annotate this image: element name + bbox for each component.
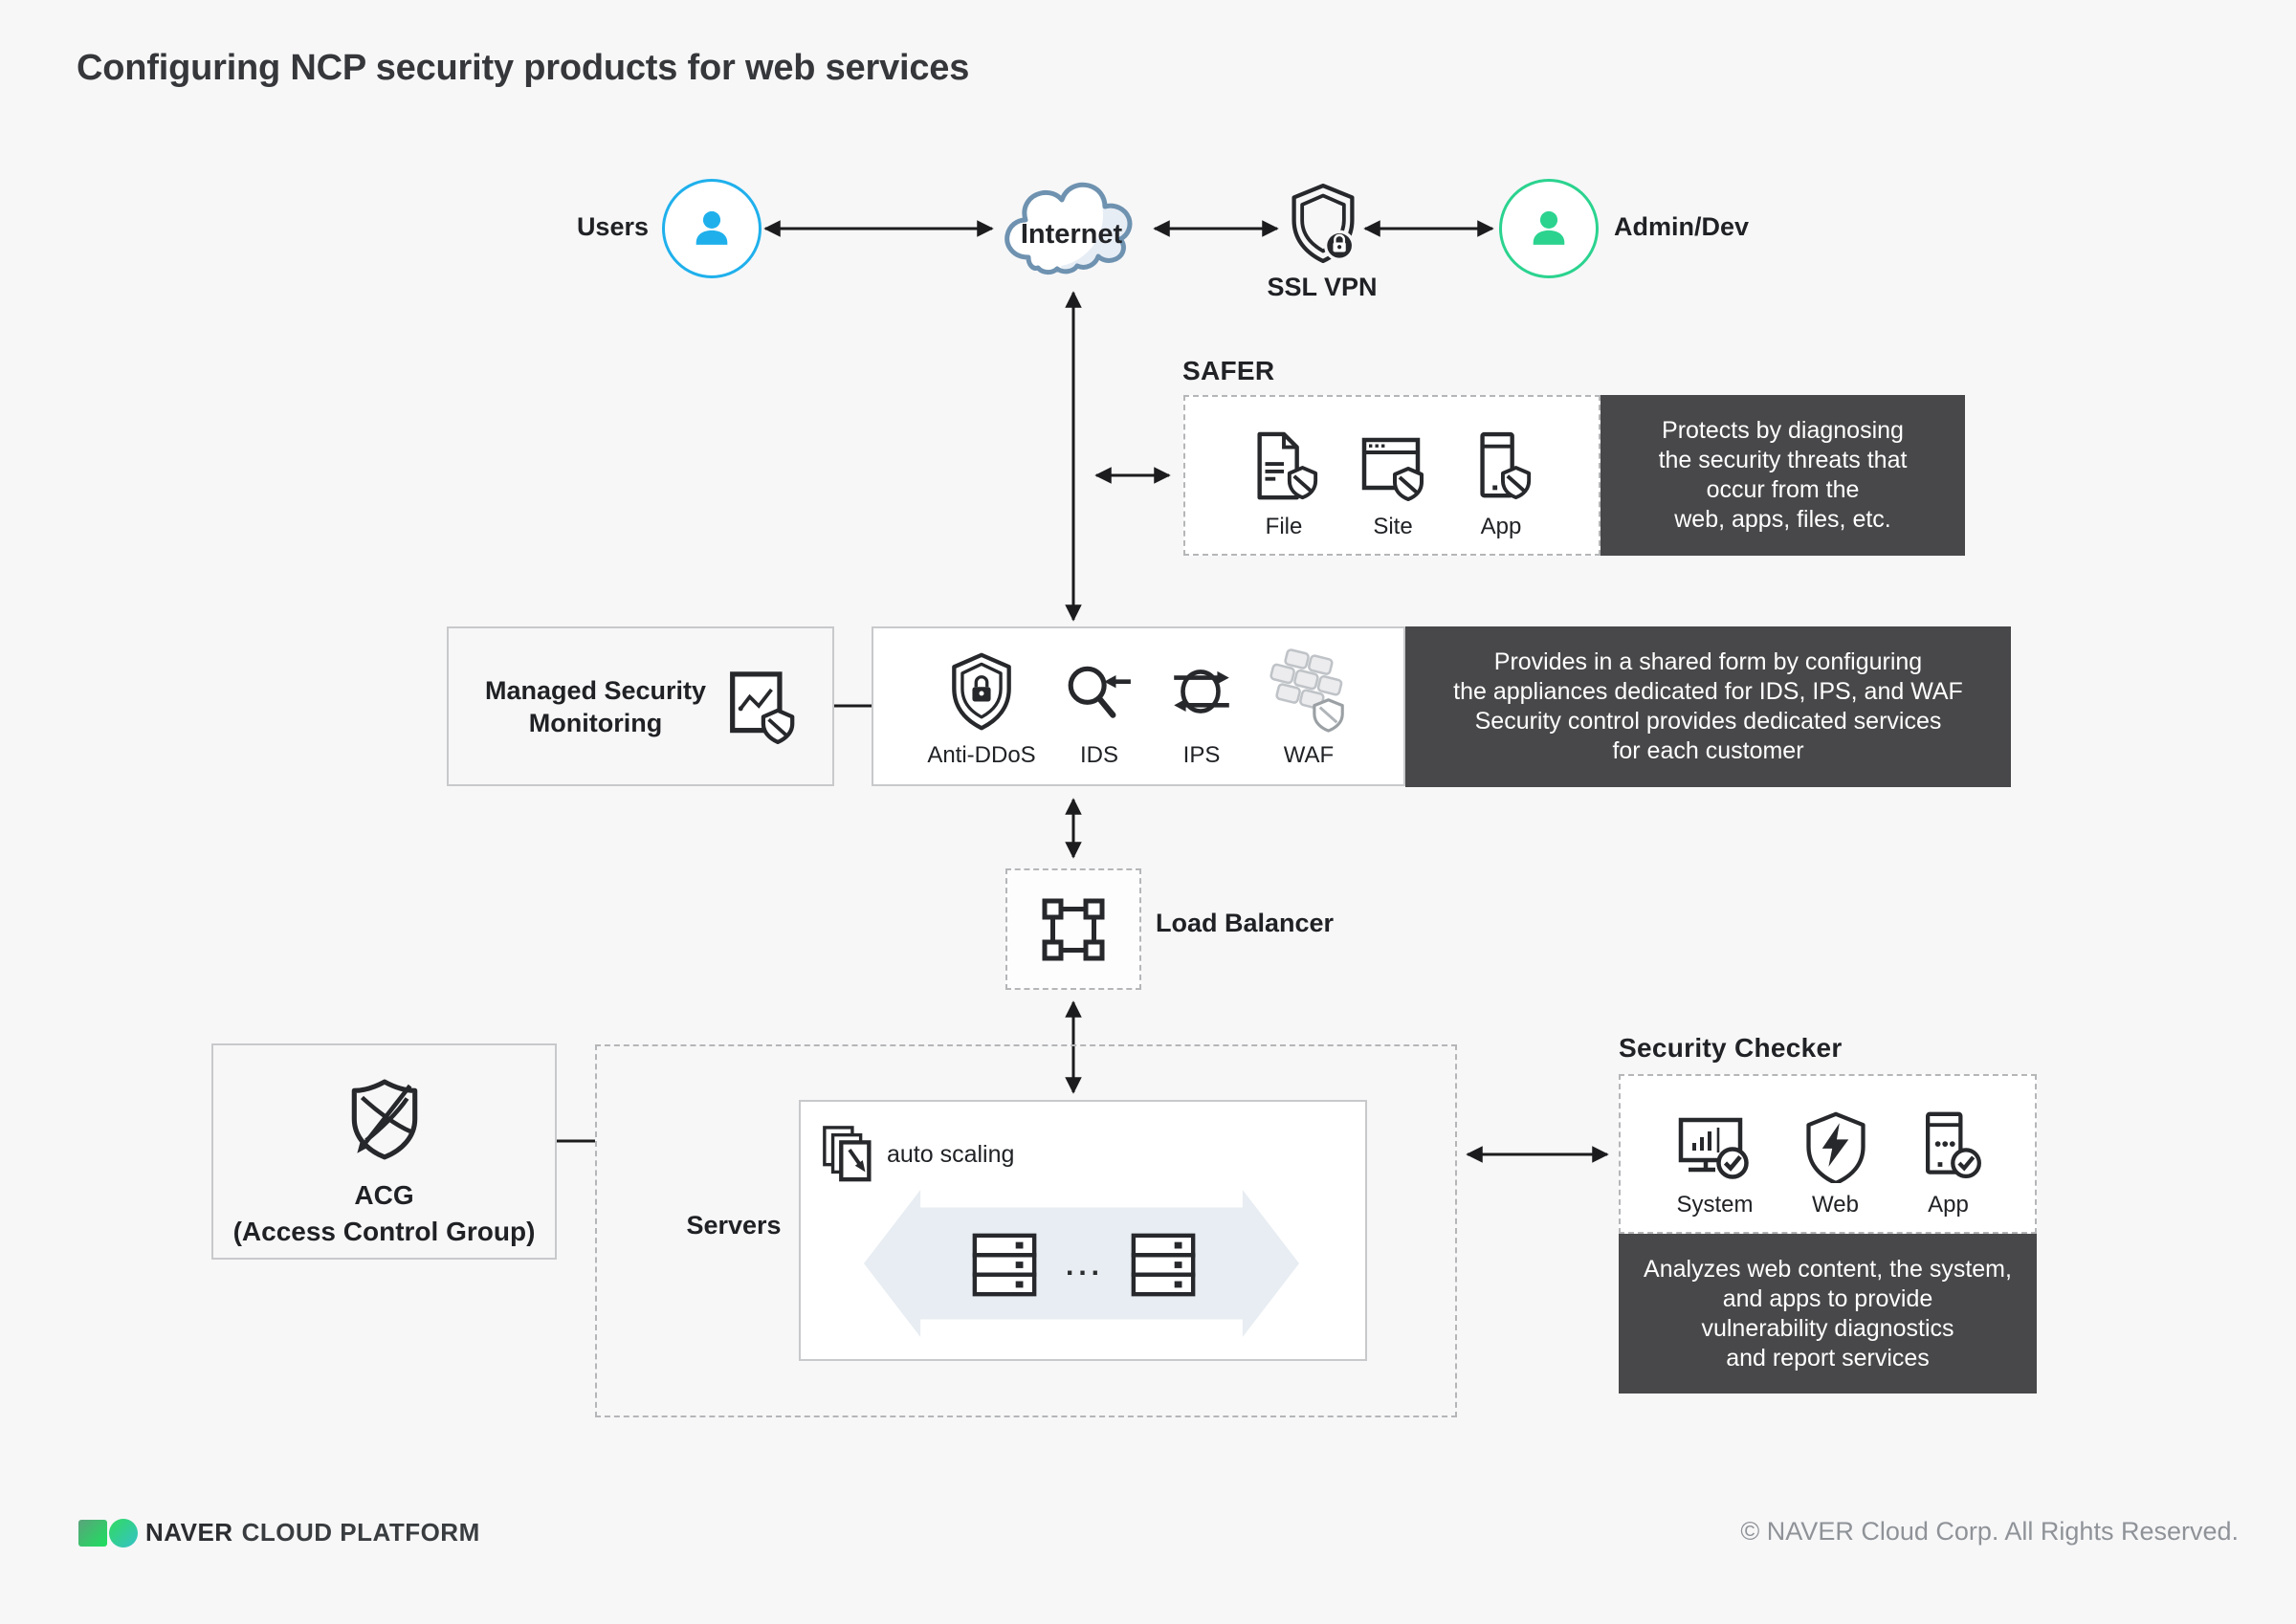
file-shield-icon — [1257, 431, 1318, 500]
system-check-icon — [1678, 1117, 1749, 1179]
managed-security-label: Managed Security Monitoring — [484, 675, 707, 737]
brand-primary: NAVER — [145, 1517, 233, 1547]
app-check-icon — [1925, 1111, 1981, 1179]
service-item-label: IPS — [1182, 742, 1221, 768]
cloud-icon — [1004, 182, 1133, 275]
safer-item-file: File — [1249, 430, 1318, 540]
security-checker-description-panel: Analyzes web content, the system, and ap… — [1619, 1234, 2037, 1394]
service-item-label: IDS — [1079, 742, 1118, 768]
waf-icon — [1269, 648, 1344, 733]
managed-security-monitoring-box: Managed Security Monitoring — [447, 626, 834, 786]
service-item-waf: WAF — [1266, 646, 1352, 769]
servers-ellipsis: ... — [1065, 1250, 1104, 1282]
load-balancer-label: Load Balancer — [1156, 909, 1335, 937]
security-checker-title: Security Checker — [1619, 1033, 1843, 1063]
acg-shield-icon — [351, 1079, 417, 1160]
security-services-box: Anti-DDoS IDS IPS — [872, 626, 1405, 786]
internet-label: Internet — [1020, 218, 1123, 250]
servers-group-box — [595, 1044, 1457, 1417]
ips-icon — [1174, 669, 1229, 713]
internet-node: Internet — [1000, 177, 1143, 280]
checker-item-app: App — [1909, 1110, 1989, 1218]
admin-person-icon — [1533, 210, 1565, 245]
checker-item-system: System — [1667, 1114, 1763, 1218]
checker-item-label: System — [1676, 1192, 1754, 1218]
service-item-ips: IPS — [1160, 661, 1243, 769]
safer-item-label: Site — [1373, 514, 1413, 539]
ssl-vpn-shield-lock-icon — [1292, 183, 1356, 264]
site-shield-icon — [1361, 437, 1424, 501]
security-checker-box: System Web — [1619, 1074, 2037, 1234]
naver-logo-circle — [109, 1519, 138, 1547]
naver-logo-square — [78, 1520, 107, 1547]
anti-ddos-icon — [952, 652, 1011, 731]
auto-scaling-label: auto scaling — [887, 1140, 1015, 1168]
brand-wordmark: NAVER CLOUD PLATFORM — [145, 1517, 480, 1547]
acg-name: ACG — [354, 1180, 414, 1210]
web-shield-icon — [1805, 1111, 1866, 1183]
admin-node — [1499, 179, 1599, 278]
safer-item-site: Site — [1358, 434, 1427, 540]
acg-box: ACG (Access Control Group) — [211, 1043, 557, 1260]
load-balancer-box — [1005, 868, 1141, 990]
checker-item-label: App — [1928, 1192, 1969, 1218]
copyright-text: © NAVER Cloud Corp. All Rights Reserved. — [1740, 1517, 2239, 1546]
app-shield-icon — [1480, 431, 1532, 500]
admin-label: Admin/Dev — [1614, 212, 1750, 241]
service-item-antiddos: Anti-DDoS — [925, 651, 1038, 769]
users-label: Users — [576, 212, 649, 241]
checker-item-web: Web — [1801, 1110, 1870, 1218]
service-item-label: WAF — [1283, 742, 1335, 768]
monitoring-chart-shield-icon — [730, 670, 795, 744]
user-person-icon — [695, 210, 728, 245]
ssl-vpn-label: SSL VPN — [1267, 273, 1378, 301]
servers-label: Servers — [686, 1211, 782, 1240]
load-balancer-icon — [1042, 898, 1105, 960]
safer-box: File Site — [1183, 395, 1601, 556]
checker-item-label: Web — [1812, 1192, 1859, 1218]
auto-scaling-icon — [823, 1126, 872, 1182]
server-stack-icon — [1131, 1233, 1196, 1297]
safer-description-panel: Protects by diagnosing the security thre… — [1601, 395, 1965, 556]
users-node — [662, 179, 762, 278]
service-item-ids: IDS — [1061, 661, 1137, 769]
scaling-arrow-shape — [864, 1190, 1299, 1337]
servers-inner-box: auto scaling ... — [799, 1100, 1367, 1361]
auto-scaling-group: auto scaling — [820, 1125, 1014, 1184]
safer-item-app: App — [1468, 430, 1534, 540]
safer-item-label: App — [1480, 514, 1522, 539]
brand-secondary: CLOUD PLATFORM — [241, 1517, 480, 1547]
service-item-label: Anti-DDoS — [927, 742, 1036, 768]
safer-item-label: File — [1265, 514, 1303, 539]
ids-icon — [1068, 666, 1131, 718]
security-services-description-panel: Provides in a shared form by configuring… — [1405, 626, 2011, 787]
page-title: Configuring NCP security products for we… — [77, 48, 970, 88]
acg-full-name: (Access Control Group) — [232, 1217, 536, 1246]
safer-title: SAFER — [1182, 356, 1275, 385]
server-stack-icon — [972, 1233, 1037, 1297]
